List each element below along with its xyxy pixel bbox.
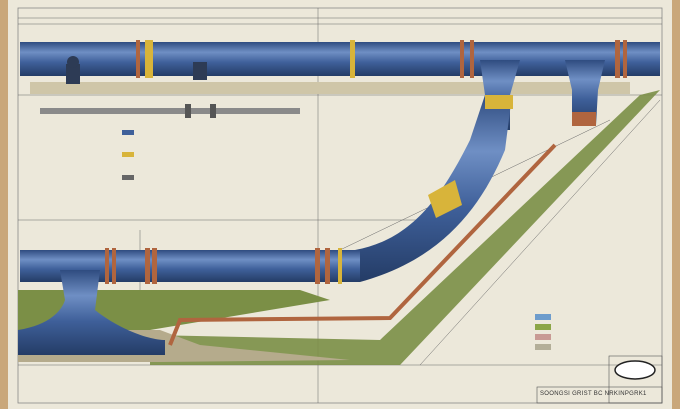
flange <box>325 248 330 284</box>
flange <box>623 40 627 78</box>
flange <box>460 40 464 78</box>
title-block <box>536 355 663 404</box>
legend-swatch <box>535 344 551 350</box>
flange <box>350 40 355 78</box>
frame-border <box>17 7 663 404</box>
legend-swatch <box>535 324 551 330</box>
lower-elbow-left <box>18 270 165 355</box>
flange <box>145 248 150 284</box>
flange <box>338 248 342 284</box>
inline-legend-swatch <box>122 130 134 135</box>
valves <box>66 56 207 84</box>
valve-body <box>66 64 80 84</box>
legend-swatch <box>535 334 551 340</box>
legend <box>535 314 551 350</box>
top-pipe <box>20 42 660 76</box>
inline-legend <box>122 130 134 180</box>
detail-pipe-fitting <box>185 104 191 118</box>
flange <box>145 40 153 78</box>
flange <box>152 248 157 284</box>
ground-diagonal <box>150 90 660 365</box>
flange <box>572 112 596 126</box>
title-block-title-cell <box>536 386 663 404</box>
valve-body <box>193 62 207 80</box>
flange <box>315 248 320 284</box>
legend-swatch <box>535 314 551 320</box>
detail-pipe <box>40 104 300 118</box>
inline-legend-swatch <box>122 175 134 180</box>
title-block-title: SOONGSI GRIST BC NRKINPGRK1 <box>540 391 647 397</box>
detail-pipe-fitting <box>210 104 216 118</box>
flange <box>615 40 620 78</box>
flange <box>136 40 140 78</box>
flanges <box>105 40 627 284</box>
company-logo <box>614 360 656 380</box>
flange <box>470 40 474 78</box>
inline-legend-swatch <box>122 152 134 157</box>
flange <box>112 248 116 284</box>
tee-drop-right-2 <box>565 60 605 125</box>
flange <box>485 95 513 109</box>
ground-top <box>30 82 630 94</box>
detail-pipe-body <box>40 108 300 114</box>
flange <box>428 180 462 218</box>
copper-pipe <box>168 143 557 346</box>
valve-wheel <box>67 56 79 68</box>
flange <box>105 248 109 284</box>
